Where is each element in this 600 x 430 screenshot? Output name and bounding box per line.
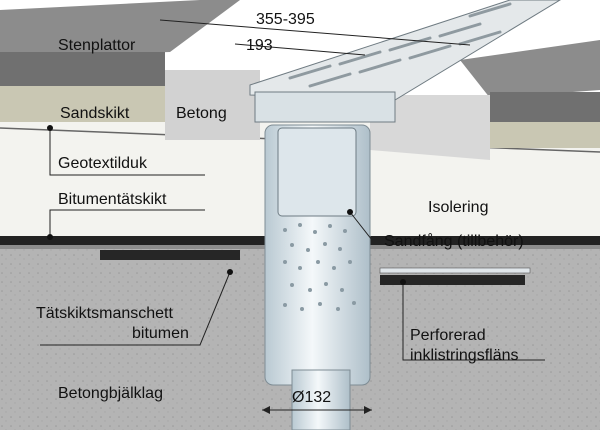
sand-trap	[277, 127, 357, 217]
label-geotextilduk: Geotextilduk	[58, 155, 148, 172]
dim-width-range: 355-395	[256, 11, 315, 28]
stone-slab-right	[490, 92, 600, 122]
concrete-block-right	[370, 95, 490, 160]
label-inklistringsflans: inklistringsfläns	[410, 347, 518, 364]
stone-slab-top-right	[460, 40, 600, 98]
dim-pipe-diameter: Ø132	[292, 389, 331, 406]
perforations	[283, 223, 356, 311]
drain-frame	[254, 91, 396, 123]
perforated-flange	[379, 267, 531, 274]
label-bitumentatskikt: Bitumentätskikt	[58, 191, 167, 208]
label-sandskikt: Sandskikt	[60, 105, 130, 122]
dim-arrow-pipe-left	[262, 406, 270, 414]
label-sandfang: Sandfång (tillbehör)	[384, 232, 524, 250]
marker-collar	[227, 269, 233, 275]
dim-line-top	[159, 19, 471, 46]
dim-arrow-pipe-right	[364, 406, 372, 414]
leader-lines	[40, 128, 545, 361]
label-betongbjalklag: Betongbjälklag	[58, 385, 163, 402]
label-betong: Betong	[176, 105, 227, 122]
bitumen-collar-right	[380, 275, 525, 285]
grate	[249, 0, 561, 101]
sand-bed-right	[490, 120, 600, 148]
stone-slab-left	[0, 52, 165, 86]
marker-bitumen	[47, 234, 53, 240]
marker-flange	[400, 279, 406, 285]
label-isolering: Isolering	[428, 199, 488, 216]
label-tatskiktsmanschett: Tätskiktsmanschett	[36, 305, 173, 322]
marker-geotextile	[47, 125, 53, 131]
grate-slots	[288, 2, 512, 88]
dim-line-inner	[234, 43, 366, 56]
label-stenplattor: Stenplattor	[58, 37, 136, 54]
label-tatskiktsmanschett-bitumen: bitumen	[132, 325, 189, 342]
label-perforerad: Perforerad	[410, 327, 486, 344]
outlet-pipe	[291, 369, 351, 430]
bitumen-collar	[100, 250, 240, 260]
stone-slab-top-left	[0, 0, 240, 58]
sand-bed	[0, 86, 165, 122]
concrete-block	[165, 70, 260, 140]
dim-inner-width: 193	[246, 37, 273, 54]
marker-sandtrap	[347, 209, 353, 215]
